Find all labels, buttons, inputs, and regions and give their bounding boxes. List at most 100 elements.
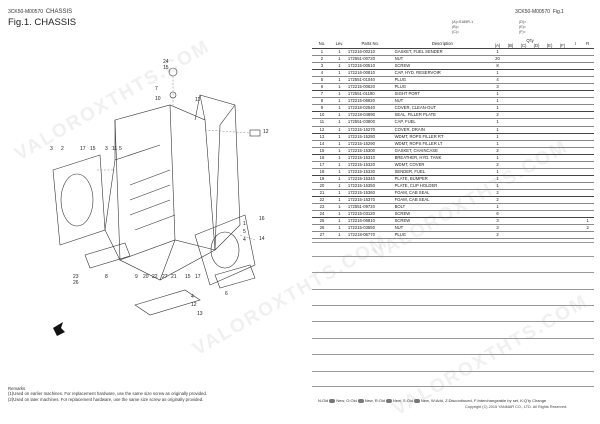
- row-qty-f: [556, 218, 569, 225]
- row-lev: 1: [338, 189, 341, 195]
- row-qty-c: [517, 196, 530, 203]
- row-i: [569, 98, 581, 105]
- row-parts-no: 172215-15290: [347, 140, 375, 146]
- row-parts-no: 172215-15360: [347, 189, 375, 195]
- ruled-line: [312, 242, 594, 243]
- row-parts-no: 172218-06770: [347, 232, 375, 238]
- row-qty-b: [504, 182, 517, 189]
- row-qty-d: [530, 211, 543, 218]
- callout: 1: [243, 221, 246, 227]
- row-qty-f: [556, 147, 569, 154]
- row-qty-c: [517, 204, 530, 211]
- row-lev: 1: [338, 112, 341, 118]
- row-qty-e: [543, 154, 556, 161]
- row-parts-no: 172216-06810: [347, 218, 375, 224]
- row-qty-b: [504, 56, 517, 63]
- variant-e: (E)=: [519, 25, 526, 29]
- row-i: [569, 182, 581, 189]
- row-qty-e: [543, 126, 556, 133]
- row-description: PLUG: [394, 84, 407, 90]
- row-qty-e: [543, 49, 556, 56]
- row-description: SIGHT PORT: [394, 91, 421, 97]
- row-lev: 1: [338, 154, 341, 160]
- row-r: [581, 154, 594, 161]
- row-qty-a: 2: [496, 232, 499, 238]
- row-qty-f: [556, 91, 569, 98]
- row-qty-f: [556, 161, 569, 168]
- row-r: [581, 63, 594, 70]
- row-description: SEAL, FILLER PLATE: [394, 112, 436, 118]
- row-qty-a: 1: [496, 175, 499, 181]
- variant-c: (C)=: [452, 30, 460, 34]
- row-description: SENDER, FUEL: [394, 168, 426, 174]
- row-qty-d: [530, 204, 543, 211]
- row-qty-d: [530, 175, 543, 182]
- row-no: 22: [319, 197, 325, 202]
- row-qty-f: [556, 232, 569, 239]
- row-qty-e: [543, 112, 556, 119]
- row-qty-e: [543, 182, 556, 189]
- row-i: [569, 77, 581, 84]
- row-qty-f: [556, 196, 569, 203]
- row-qty-b: [504, 91, 517, 98]
- col-a: (A): [494, 43, 501, 48]
- row-r: [581, 140, 594, 147]
- variant-legend-left: (A)=S189R-1 (B)= (C)=: [452, 20, 473, 35]
- row-qty-f: [556, 133, 569, 140]
- row-no: 11: [319, 119, 325, 125]
- row-lev: 1: [338, 204, 341, 210]
- row-qty-c: [517, 175, 530, 182]
- callout: 10: [155, 96, 161, 102]
- row-i: [569, 218, 581, 225]
- row-qty-b: [504, 211, 517, 218]
- row-r: [581, 182, 594, 189]
- row-qty-b: [504, 133, 517, 140]
- row-description: NUT: [394, 56, 404, 62]
- row-qty-a: 1: [496, 70, 499, 76]
- row-i: [569, 91, 581, 98]
- row-qty-e: [543, 211, 556, 218]
- callout: 26: [73, 280, 79, 286]
- row-r: [581, 91, 594, 98]
- row-i: [569, 211, 581, 218]
- row-parts-no: 172551-09720: [347, 204, 375, 210]
- row-qty-c: [517, 105, 530, 112]
- row-qty-c: [517, 161, 530, 168]
- ruled-line: [312, 272, 594, 273]
- callout: 12: [191, 302, 197, 308]
- row-parts-no: 172215-00620: [347, 84, 375, 90]
- legend-part: New, S:Old: [392, 398, 413, 403]
- row-description: COVER, CLEAN-OUT: [394, 105, 437, 111]
- row-qty-b: [504, 225, 517, 232]
- row-description: SCREW: [394, 211, 411, 217]
- ruled-line: [312, 371, 594, 372]
- callout: 17: [195, 274, 201, 280]
- row-qty-d: [530, 189, 543, 196]
- row-lev: 1: [338, 161, 341, 167]
- callout: 21: [171, 274, 177, 280]
- row-qty-d: [530, 70, 543, 77]
- row-lev: 1: [338, 211, 341, 217]
- row-qty-b: [504, 161, 517, 168]
- row-description: CAP, HYD. RESERVOIR: [394, 70, 441, 76]
- row-parts-no: 172216-00210: [347, 49, 375, 55]
- row-description: GASKET, FUEL SENDER: [394, 49, 443, 55]
- row-r: [581, 204, 594, 211]
- col-no: No.: [318, 40, 326, 46]
- row-qty-e: [543, 98, 556, 105]
- callout: 5: [119, 146, 122, 152]
- callout: 12: [263, 129, 269, 135]
- row-qty-b: [504, 70, 517, 77]
- row-i: [569, 105, 581, 112]
- col-e: (E): [546, 43, 553, 48]
- row-qty-c: [517, 49, 530, 56]
- row-qty-e: [543, 91, 556, 98]
- row-lev: 1: [338, 140, 341, 146]
- ruled-line: [312, 338, 594, 339]
- callout: 15: [185, 274, 191, 280]
